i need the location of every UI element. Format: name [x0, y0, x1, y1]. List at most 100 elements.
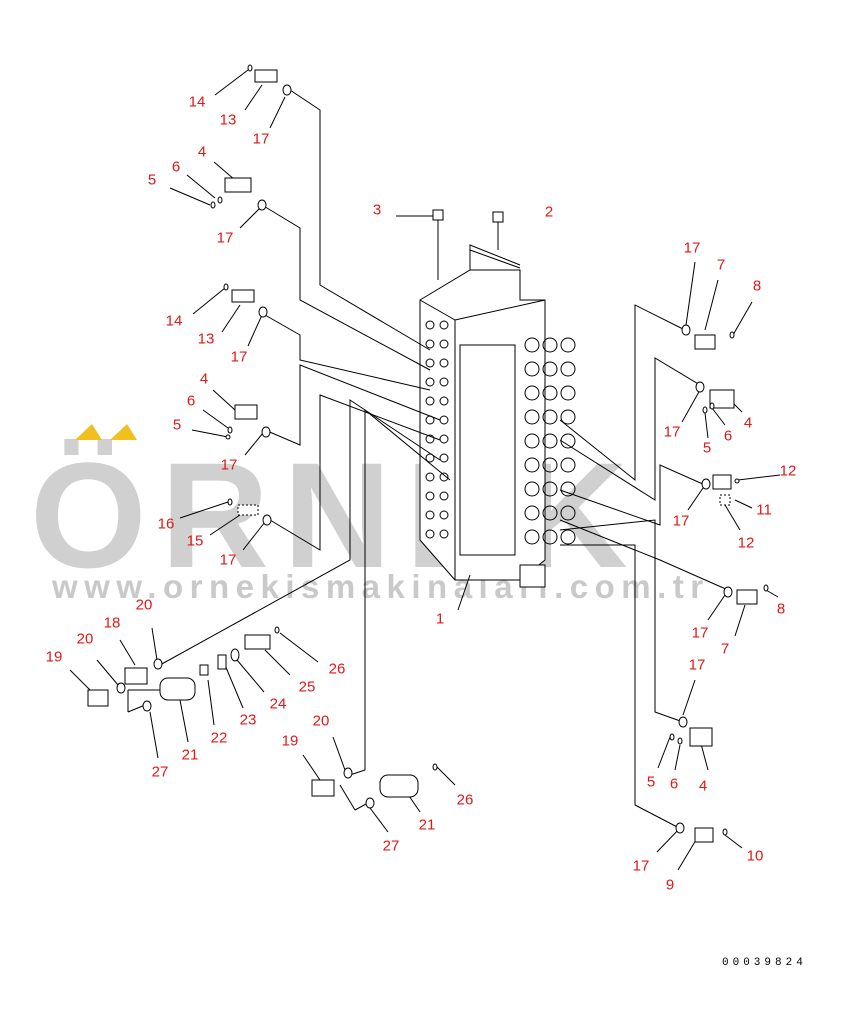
valve-port [439, 529, 449, 539]
callout-20: 20 [76, 630, 94, 648]
valve-port [439, 434, 449, 444]
spool-cap [542, 457, 558, 473]
spool-cap [542, 505, 558, 521]
spool-cap [524, 433, 540, 449]
valve-port [425, 320, 435, 330]
callout-17: 17 [230, 348, 248, 366]
parts [87, 64, 769, 843]
spool-cap [524, 361, 540, 377]
callout-6: 6 [669, 775, 679, 793]
callout-5: 5 [702, 439, 712, 457]
callout-6: 6 [723, 427, 733, 445]
spool-cap [542, 481, 558, 497]
valve-port [425, 453, 435, 463]
valve-port [439, 320, 449, 330]
callout-18: 18 [103, 614, 121, 632]
callout-15: 15 [186, 532, 204, 550]
callout-4: 4 [197, 143, 207, 161]
callout-3: 3 [372, 201, 382, 219]
callout-20: 20 [312, 712, 330, 730]
valve-port [439, 358, 449, 368]
spool-cap [524, 529, 540, 545]
callout-24: 24 [269, 695, 287, 713]
spool-cap [542, 433, 558, 449]
callout-13: 13 [197, 330, 215, 348]
valve-port [425, 510, 435, 520]
valve-port [425, 358, 435, 368]
callout-11: 11 [756, 501, 772, 519]
valve-port [425, 472, 435, 482]
watermark-dot [110, 424, 137, 440]
valve-port [439, 491, 449, 501]
callout-27: 27 [382, 837, 400, 855]
callout-7: 7 [716, 256, 726, 274]
watermark-url: www.ornekismakinalari.com.tr [52, 568, 710, 605]
callout-17: 17 [672, 512, 690, 530]
callout-2: 2 [544, 203, 554, 221]
valve-port [439, 377, 449, 387]
valve-port [425, 377, 435, 387]
valve-port [425, 396, 435, 406]
callout-14: 14 [188, 93, 206, 111]
callout-6: 6 [171, 158, 181, 176]
callout-17: 17 [216, 229, 234, 247]
valve-port [439, 396, 449, 406]
callout-16: 16 [157, 515, 175, 533]
spool-cap [542, 385, 558, 401]
callout-14: 14 [165, 312, 183, 330]
callout-19: 19 [281, 732, 299, 750]
spool-cap [524, 409, 540, 425]
callout-19: 19 [45, 648, 63, 666]
spool-cap [542, 529, 558, 545]
callout-17: 17 [688, 656, 706, 674]
callout-27: 27 [151, 763, 169, 781]
callout-17: 17 [219, 551, 237, 569]
callout-25: 25 [298, 678, 316, 696]
spool-cap [560, 529, 576, 545]
valve-port [425, 529, 435, 539]
callout-12: 12 [737, 534, 755, 552]
valve-port [439, 453, 449, 463]
callout-17: 17 [663, 423, 681, 441]
callout-26: 26 [456, 791, 474, 809]
drawing-code: 00039824 [722, 957, 807, 969]
callout-17: 17 [220, 456, 238, 474]
valve-port [439, 510, 449, 520]
callout-21: 21 [181, 746, 199, 764]
callout-6: 6 [186, 392, 196, 410]
callout-12: 12 [779, 462, 797, 480]
spool-cap [560, 409, 576, 425]
callout-4: 4 [199, 370, 209, 388]
valve-port [425, 434, 435, 444]
callout-5: 5 [147, 171, 157, 189]
callout-21: 21 [418, 816, 436, 834]
callout-17: 17 [632, 857, 650, 875]
callout-5: 5 [172, 416, 182, 434]
callout-17: 17 [683, 239, 701, 257]
spool-cap [524, 457, 540, 473]
spool-cap [560, 361, 576, 377]
callout-8: 8 [752, 277, 762, 295]
callout-13: 13 [219, 111, 237, 129]
callout-17: 17 [252, 130, 270, 148]
spool-cap [524, 337, 540, 353]
callout-4: 4 [698, 777, 708, 795]
callout-10: 10 [746, 847, 764, 865]
spool-cap [560, 505, 576, 521]
valve-port [425, 339, 435, 349]
callout-7: 7 [720, 640, 730, 658]
spool-cap [524, 505, 540, 521]
callout-5: 5 [646, 773, 656, 791]
callout-23: 23 [239, 711, 257, 729]
spool-cap [560, 385, 576, 401]
valve-port [425, 491, 435, 501]
callout-17: 17 [691, 624, 709, 642]
callout-22: 22 [210, 729, 228, 747]
callout-4: 4 [743, 414, 753, 432]
spool-cap [560, 481, 576, 497]
valve-port [439, 472, 449, 482]
spool-cap [560, 433, 576, 449]
callout-9: 9 [665, 876, 675, 894]
